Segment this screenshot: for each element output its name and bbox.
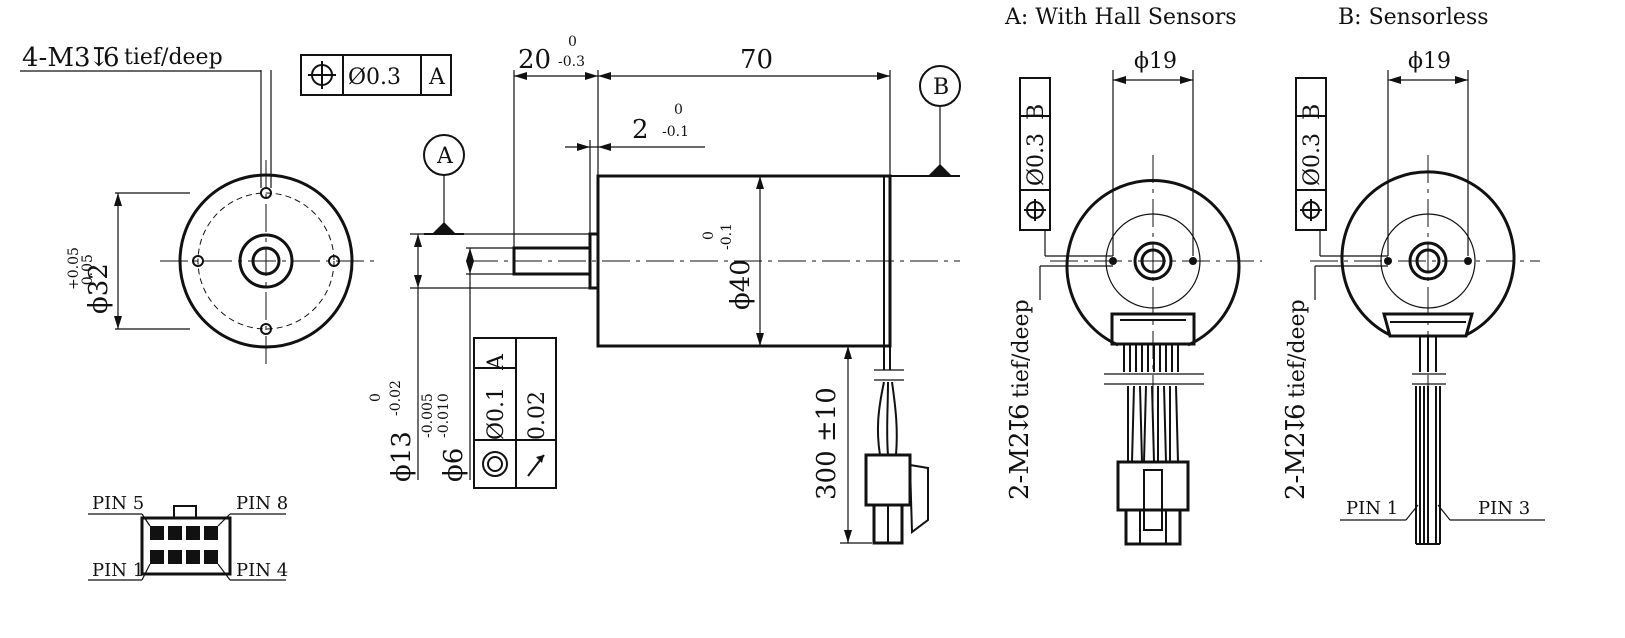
view-a-tief-deep: tief/deep <box>1009 299 1034 398</box>
view-b-dim-19: ϕ19 <box>1408 49 1451 74</box>
tol-6-lower: -0.010 <box>436 393 452 438</box>
view-a-gdt-datum: B <box>1024 104 1049 120</box>
front-view <box>20 70 375 370</box>
tol-32-lower: -0.05 <box>80 254 96 290</box>
dim-32: ϕ32 <box>84 263 114 314</box>
view-a-depth: 6 <box>1005 403 1035 420</box>
view-b-depth-symbol: ↧ <box>1281 414 1311 436</box>
view-b-gdt-datum: B <box>1300 104 1325 120</box>
dim-40-group: ϕ40 0 -0.1 <box>701 223 756 310</box>
gdt-datum-a: A <box>428 65 446 90</box>
view-a-callout-group: 2-M2 ↧ 6 tief/deep <box>1005 299 1035 500</box>
view-a-hall-sensors <box>1019 70 1262 546</box>
dim-32-group: ϕ32 +0.05 -0.05 <box>66 247 114 314</box>
tol-20-lower: -0.3 <box>558 54 585 70</box>
gdt-shaft-text-group: Ø0.1 <box>484 387 509 440</box>
view-a-callout: 2-M2 <box>1005 432 1035 501</box>
dim-300-group: 300 ±10 <box>812 387 842 500</box>
view-b-pin-3-label: PIN 3 <box>1478 498 1530 519</box>
view-b-gdt-datum-group: B <box>1300 104 1325 120</box>
dim-70: 70 <box>740 45 773 75</box>
dim-13: ϕ13 <box>387 431 417 482</box>
tol-40-upper: 0 <box>701 231 717 240</box>
view-a-depth-symbol: ↧ <box>1005 414 1035 436</box>
view-a-gdt-datum-group: B <box>1024 104 1049 120</box>
thread-depth-symbol: ↧ <box>88 43 110 73</box>
gdt-shaft-datum: A <box>484 353 509 371</box>
tol-40-lower: -0.1 <box>719 223 735 250</box>
view-a-gdt-tol-group: Ø0.3 <box>1024 133 1049 186</box>
dim-6-group: ϕ6 -0.005 -0.010 <box>420 393 469 482</box>
pin-1-label: PIN 1 <box>92 560 144 581</box>
view-b-gdt-tol-group: Ø0.3 <box>1300 133 1325 186</box>
gdt-shaft-datum-group: A <box>484 353 509 371</box>
tol-20-upper: 0 <box>568 34 577 50</box>
dim-6: ϕ6 <box>439 448 469 482</box>
connector-pinout <box>88 505 286 581</box>
datum-b-label: B <box>933 75 949 100</box>
view-b-callout-group: 2-M2 ↧ 6 tief/deep <box>1281 299 1311 500</box>
thread-callout: 4-M3 <box>22 43 91 73</box>
tol-6-upper: -0.005 <box>420 393 436 438</box>
gdt-shaft-tolerance: Ø0.1 <box>484 387 509 440</box>
gdt-position-tolerance: Ø0.3 <box>348 65 401 90</box>
dim-2: 2 <box>632 115 649 145</box>
thread-tief-deep: tief/deep <box>124 45 223 70</box>
gdt-runout-group: 0.02 <box>525 391 550 440</box>
tol-2-lower: -0.1 <box>662 124 689 140</box>
gdt-frame-shaft <box>473 337 557 489</box>
tol-13-lower: -0.02 <box>388 380 404 416</box>
view-a-title: A: With Hall Sensors <box>1004 5 1237 30</box>
view-b-gdt-tolerance: Ø0.3 <box>1300 133 1325 186</box>
gdt-runout-value: 0.02 <box>525 391 550 440</box>
view-b-tief-deep: tief/deep <box>1285 299 1310 398</box>
view-a-dim-19: ϕ19 <box>1134 49 1177 74</box>
dim-13-group: ϕ13 0 -0.02 <box>368 380 417 482</box>
view-b-depth: 6 <box>1281 403 1311 420</box>
side-view <box>410 65 961 545</box>
thread-depth: 6 <box>103 43 120 73</box>
pin-4-label: PIN 4 <box>236 560 288 581</box>
dim-300: 300 ±10 <box>812 387 842 500</box>
dim-20: 20 <box>518 45 551 75</box>
view-b-pin-1-label: PIN 1 <box>1346 498 1398 519</box>
view-b-title: B: Sensorless <box>1338 5 1489 30</box>
tol-32-upper: +0.05 <box>66 247 82 290</box>
pin-5-label: PIN 5 <box>92 493 144 514</box>
view-b-callout: 2-M2 <box>1281 432 1311 501</box>
view-a-gdt-tolerance: Ø0.3 <box>1024 133 1049 186</box>
view-b-sensorless <box>1295 70 1545 545</box>
tol-13-upper: 0 <box>368 393 384 402</box>
tol-2-upper: 0 <box>674 102 683 118</box>
pin-8-label: PIN 8 <box>236 493 288 514</box>
datum-a-label: A <box>436 144 454 169</box>
gdt-frame-position-a <box>300 54 452 96</box>
dim-40: ϕ40 <box>726 259 756 310</box>
